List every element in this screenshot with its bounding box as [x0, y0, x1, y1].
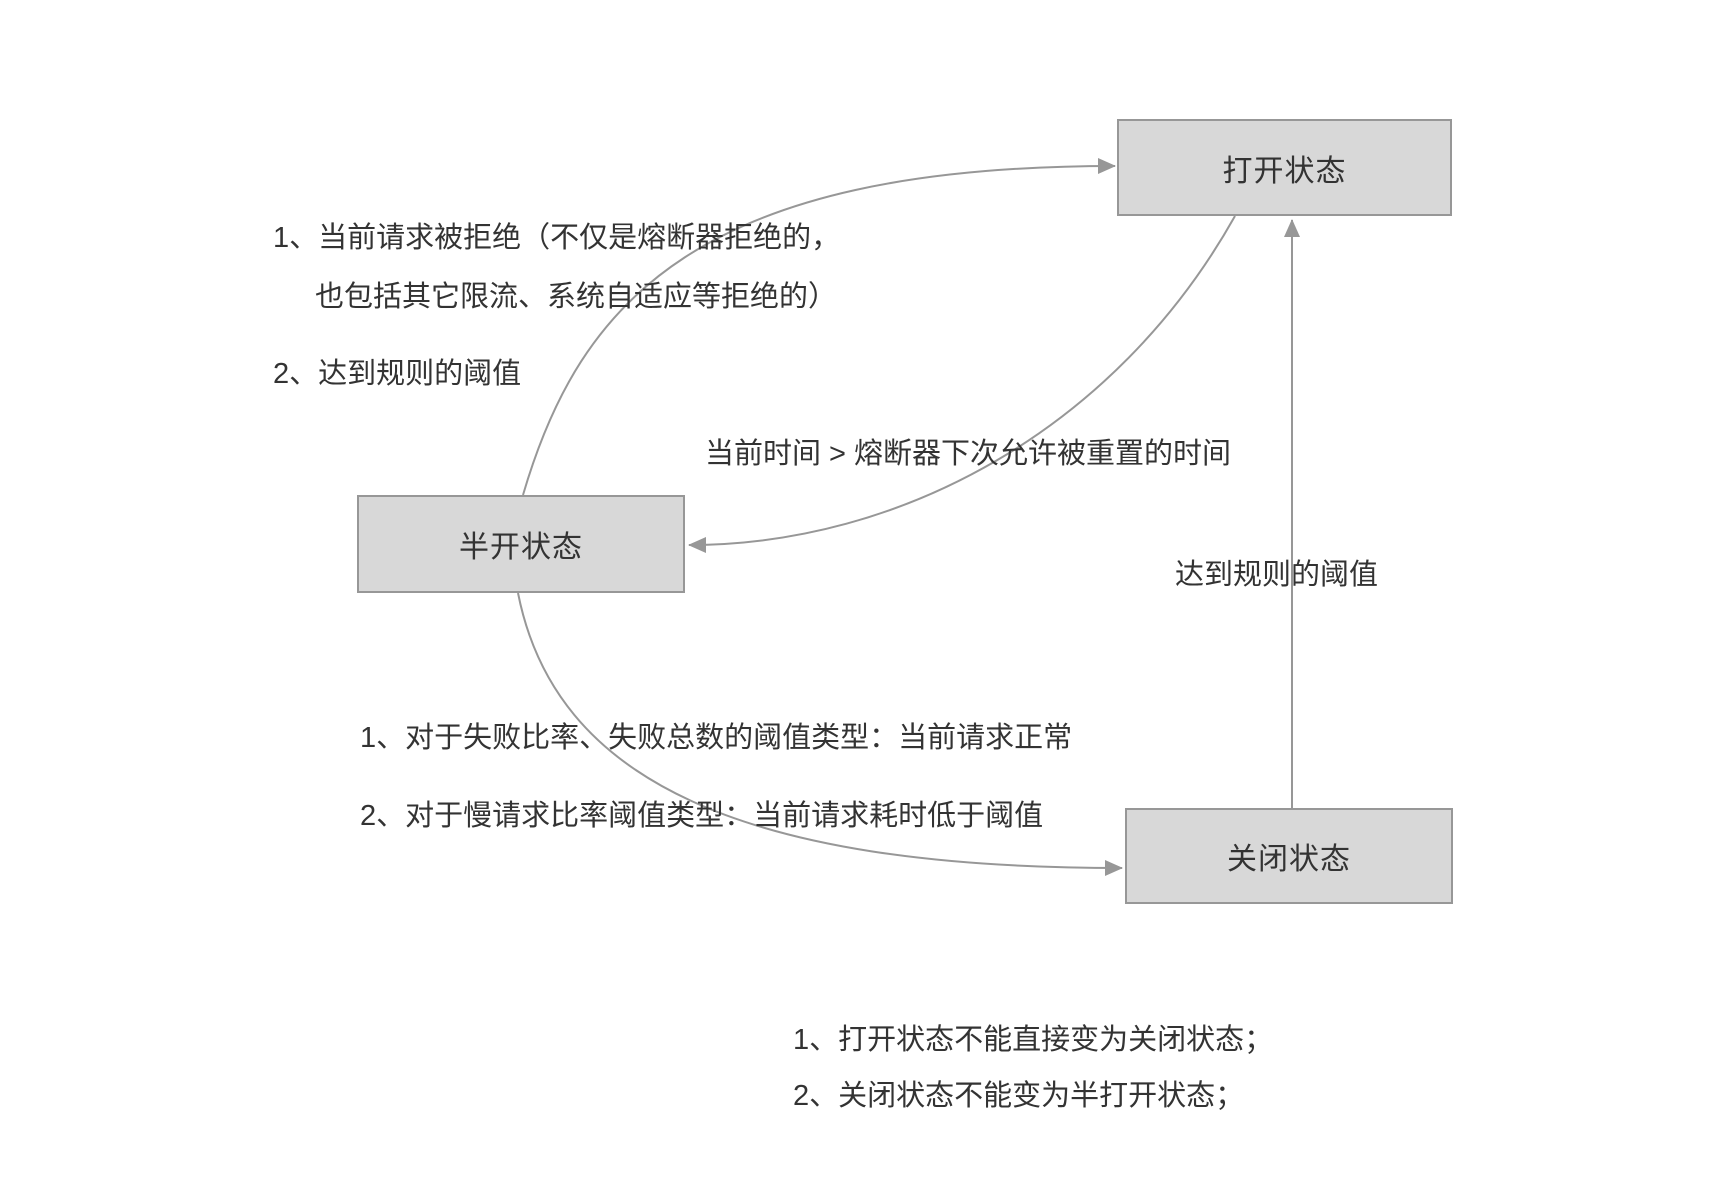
- state-node-half-open: 半开状态: [357, 495, 685, 593]
- state-node-half-open-label: 半开状态: [459, 531, 583, 564]
- annotation-halfopen-to-open: 1、当前请求被拒绝（不仅是熔断器拒绝的， 也包括其它限流、系统自适应等拒绝的）: [273, 214, 840, 315]
- state-node-open-label: 打开状态: [1222, 154, 1347, 188]
- state-node-closed-label: 关闭状态: [1227, 843, 1351, 876]
- state-node-open: 打开状态: [1117, 119, 1452, 216]
- annotation-halfopen-to-open-line1: 1、当前请求被拒绝（不仅是熔断器拒绝的，: [273, 222, 841, 254]
- annotation-closed-to-open: 达到规则的阈值: [1175, 559, 1379, 591]
- annotation-halfopen-to-open-line2: 也包括其它限流、系统自适应等拒绝的）: [315, 281, 838, 313]
- edge-open-to-halfopen: [688, 215, 1236, 553]
- annotation-halfopen-to-closed-line1: 1、对于失败比率、失败总数的阈值类型：当前请求正常: [360, 722, 1073, 754]
- annotation-halfopen-to-closed: 1、对于失败比率、失败总数的阈值类型：当前请求正常 2、对于慢请求比率阈值类型：…: [360, 714, 1072, 834]
- annotation-halfopen-to-open-line3: 2、达到规则的阈值: [273, 358, 522, 390]
- diagram-footnote: 1、打开状态不能直接变为关闭状态； 2、关闭状态不能变为半打开状态；: [793, 1016, 1273, 1114]
- diagram-footnote-line2: 2、关闭状态不能变为半打开状态；: [793, 1080, 1245, 1112]
- edge-halfopen-to-open: [522, 158, 1116, 496]
- annotation-open-to-halfopen: 当前时间 > 熔断器下次允许被重置的时间: [705, 438, 1232, 470]
- state-node-closed: 关闭状态: [1125, 808, 1453, 904]
- diagram-footnote-line1: 1、打开状态不能直接变为关闭状态；: [793, 1024, 1274, 1056]
- edge-halfopen-to-closed: [517, 592, 1123, 876]
- annotation-halfopen-to-closed-line2: 2、对于慢请求比率阈值类型：当前请求耗时低于阈值: [360, 800, 1044, 832]
